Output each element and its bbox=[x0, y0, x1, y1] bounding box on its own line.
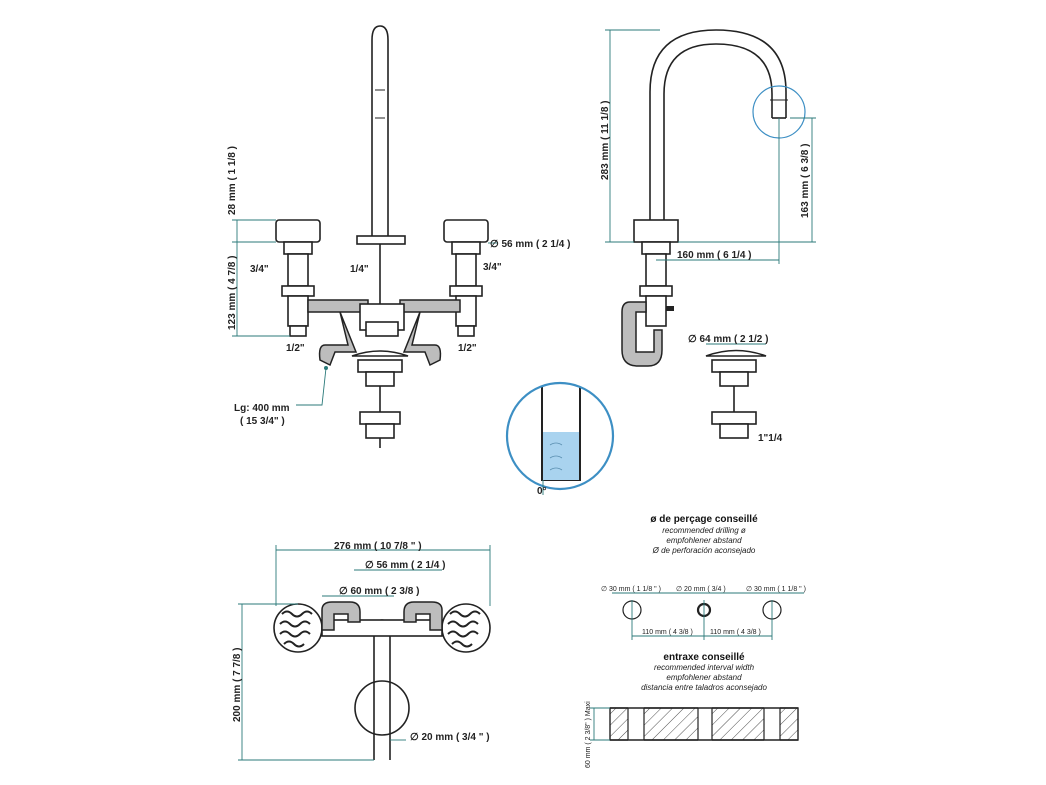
dim-20-mm: ∅ 20 mm ( 3/4 " ) bbox=[410, 732, 490, 743]
interval-es: distancia entre taladros aconsejado bbox=[641, 683, 767, 692]
dim-28-mm: 28 mm ( 1 1/8 ) bbox=[227, 146, 238, 215]
hose-length-inch-label: ( 15 3/4" ) bbox=[240, 416, 285, 427]
hole-center-label: ∅ 20 mm ( 3/4 ) bbox=[676, 586, 726, 593]
top-view: 276 mm ( 10 7/8 " ) ∅ 56 mm ( 2 1/4 ) ∅ … bbox=[232, 541, 491, 761]
hole-left-label: ∅ 30 mm ( 1 1/8 " ) bbox=[601, 586, 661, 593]
drilling-diagram: ø de perçage conseillé recommended drill… bbox=[601, 514, 806, 640]
thread-right-label: 3/4" bbox=[483, 262, 502, 273]
dim-163-mm: 163 mm ( 6 3/8 ) bbox=[800, 144, 811, 218]
dim-56-mm-front: ∅ 56 mm ( 2 1/4 ) bbox=[490, 239, 570, 250]
outlet-left-label: 1/2" bbox=[286, 343, 305, 354]
drain-thread-label: 1"1/4 bbox=[758, 433, 783, 444]
dim-160-mm: 160 mm ( 6 1/4 ) bbox=[677, 250, 751, 261]
dim-56-mm-top: ∅ 56 mm ( 2 1/4 ) bbox=[365, 560, 445, 571]
thread-center-label: 1/4" bbox=[350, 264, 369, 275]
dim-123-mm: 123 mm ( 4 7/8 ) bbox=[227, 256, 238, 330]
drilling-de: empfohlener abstand bbox=[666, 536, 742, 545]
outlet-right-label: 1/2" bbox=[458, 343, 477, 354]
interval-de: empfohlener abstand bbox=[666, 673, 742, 682]
side-view: 283 mm ( 11 1/8 ) 163 mm ( 6 3/8 ) 160 m… bbox=[600, 29, 816, 444]
interval-en: recommended interval width bbox=[654, 663, 755, 672]
spout-aerator-detail: 0° bbox=[505, 381, 615, 497]
interval-title: entraxe conseillé bbox=[663, 652, 745, 663]
dim-200-mm: 200 mm ( 7 7/8 ) bbox=[232, 648, 243, 722]
dim-276-mm: 276 mm ( 10 7/8 " ) bbox=[334, 541, 422, 552]
drilling-en: recommended drilling ø bbox=[662, 526, 746, 535]
hose-length-label: Lg: 400 mm bbox=[234, 403, 290, 414]
thickness-label: 60 mm ( 2 3/8" ) Maxi bbox=[585, 701, 592, 768]
thread-left-label: 3/4" bbox=[250, 264, 269, 275]
drilling-title: ø de perçage conseillé bbox=[650, 514, 758, 525]
gap-right-label: 110 mm ( 4 3/8 ) bbox=[710, 629, 761, 636]
drilling-es: Ø de perforación aconsejado bbox=[652, 546, 756, 555]
hole-right-label: ∅ 30 mm ( 1 1/8 " ) bbox=[746, 586, 806, 593]
interval-diagram: entraxe conseillé recommended interval w… bbox=[585, 652, 799, 768]
angle-label: 0° bbox=[537, 486, 547, 497]
gap-left-label: 110 mm ( 4 3/8 ) bbox=[642, 629, 693, 636]
right-handle bbox=[441, 603, 491, 653]
front-view: 28 mm ( 1 1/8 ) 123 mm ( 4 7/8 ) 3/4" 1/… bbox=[227, 25, 570, 448]
dim-64-mm: ∅ 64 mm ( 2 1/2 ) bbox=[688, 334, 768, 345]
left-handle bbox=[273, 603, 323, 653]
dim-60-mm: ∅ 60 mm ( 2 3/8 ) bbox=[339, 586, 419, 597]
dim-283-mm: 283 mm ( 11 1/8 ) bbox=[600, 101, 611, 181]
